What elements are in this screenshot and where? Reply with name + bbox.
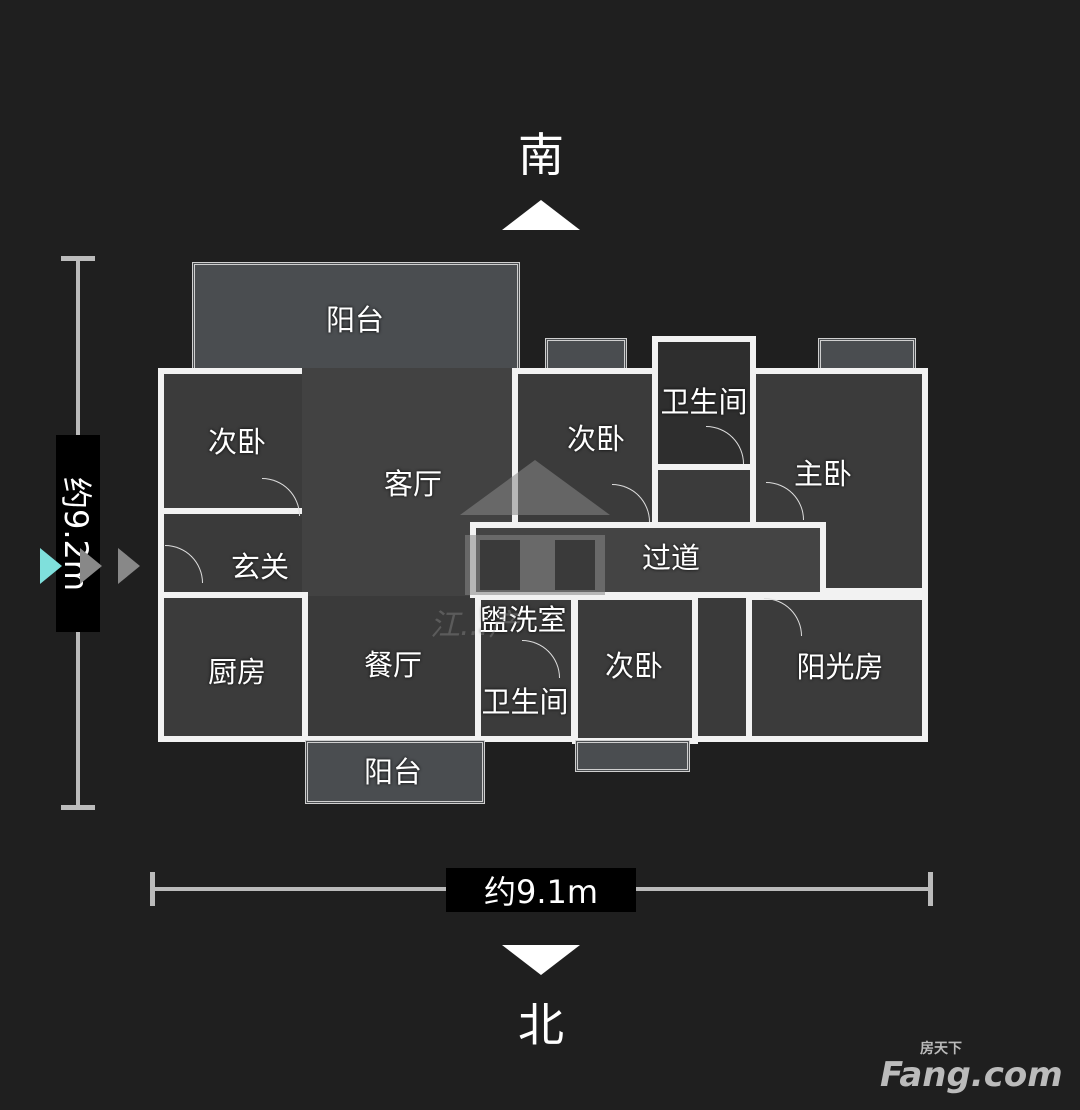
room-label: 卫生间 xyxy=(481,685,569,719)
room-label: 阳台 xyxy=(325,303,385,337)
house-watermark-icon xyxy=(460,460,610,595)
room-label: 客厅 xyxy=(383,467,443,501)
entry-arrow-icon xyxy=(40,548,62,584)
width-dimension-label: 约9.1m xyxy=(446,868,636,912)
dimension-tick xyxy=(61,805,95,810)
entry-arrow-icon xyxy=(80,548,102,584)
room-label: 玄关 xyxy=(230,550,290,584)
fang-logo-text: Fang.com xyxy=(880,1055,1063,1095)
compass-south-label: 南 xyxy=(518,128,564,182)
height-dimension-box: 约9.2m xyxy=(56,435,100,632)
room-label: 次卧 xyxy=(207,425,267,459)
entry-arrow-icon xyxy=(118,548,140,584)
room-label: 厨房 xyxy=(207,655,267,689)
compass-north-label: 北 xyxy=(518,998,564,1052)
room-label: 次卧 xyxy=(566,422,626,456)
room-label: 阳台 xyxy=(363,755,423,789)
room-balcony-north xyxy=(305,740,485,804)
room-label: 阳光房 xyxy=(796,650,884,684)
room-label: 卫生间 xyxy=(660,385,748,419)
chevron-down-icon xyxy=(502,945,580,975)
room-label: 餐厅 xyxy=(363,648,423,682)
dimension-tick xyxy=(61,256,95,261)
dimension-tick xyxy=(928,872,933,906)
room-kitchen xyxy=(158,592,308,742)
room-label: 过道 xyxy=(641,541,701,575)
room-label: 次卧 xyxy=(604,649,664,683)
fang-logo: 房天下 Fang.com xyxy=(880,1038,1063,1092)
room-label: 盥洗室 xyxy=(479,603,567,637)
dimension-tick xyxy=(150,872,155,906)
chevron-up-icon xyxy=(502,200,580,230)
closet xyxy=(652,464,756,528)
agency-watermark: 江...产 xyxy=(430,608,519,643)
bay-window xyxy=(575,740,690,772)
room-label: 主卧 xyxy=(793,457,853,491)
fang-logo-cn: 房天下 xyxy=(920,1041,962,1057)
